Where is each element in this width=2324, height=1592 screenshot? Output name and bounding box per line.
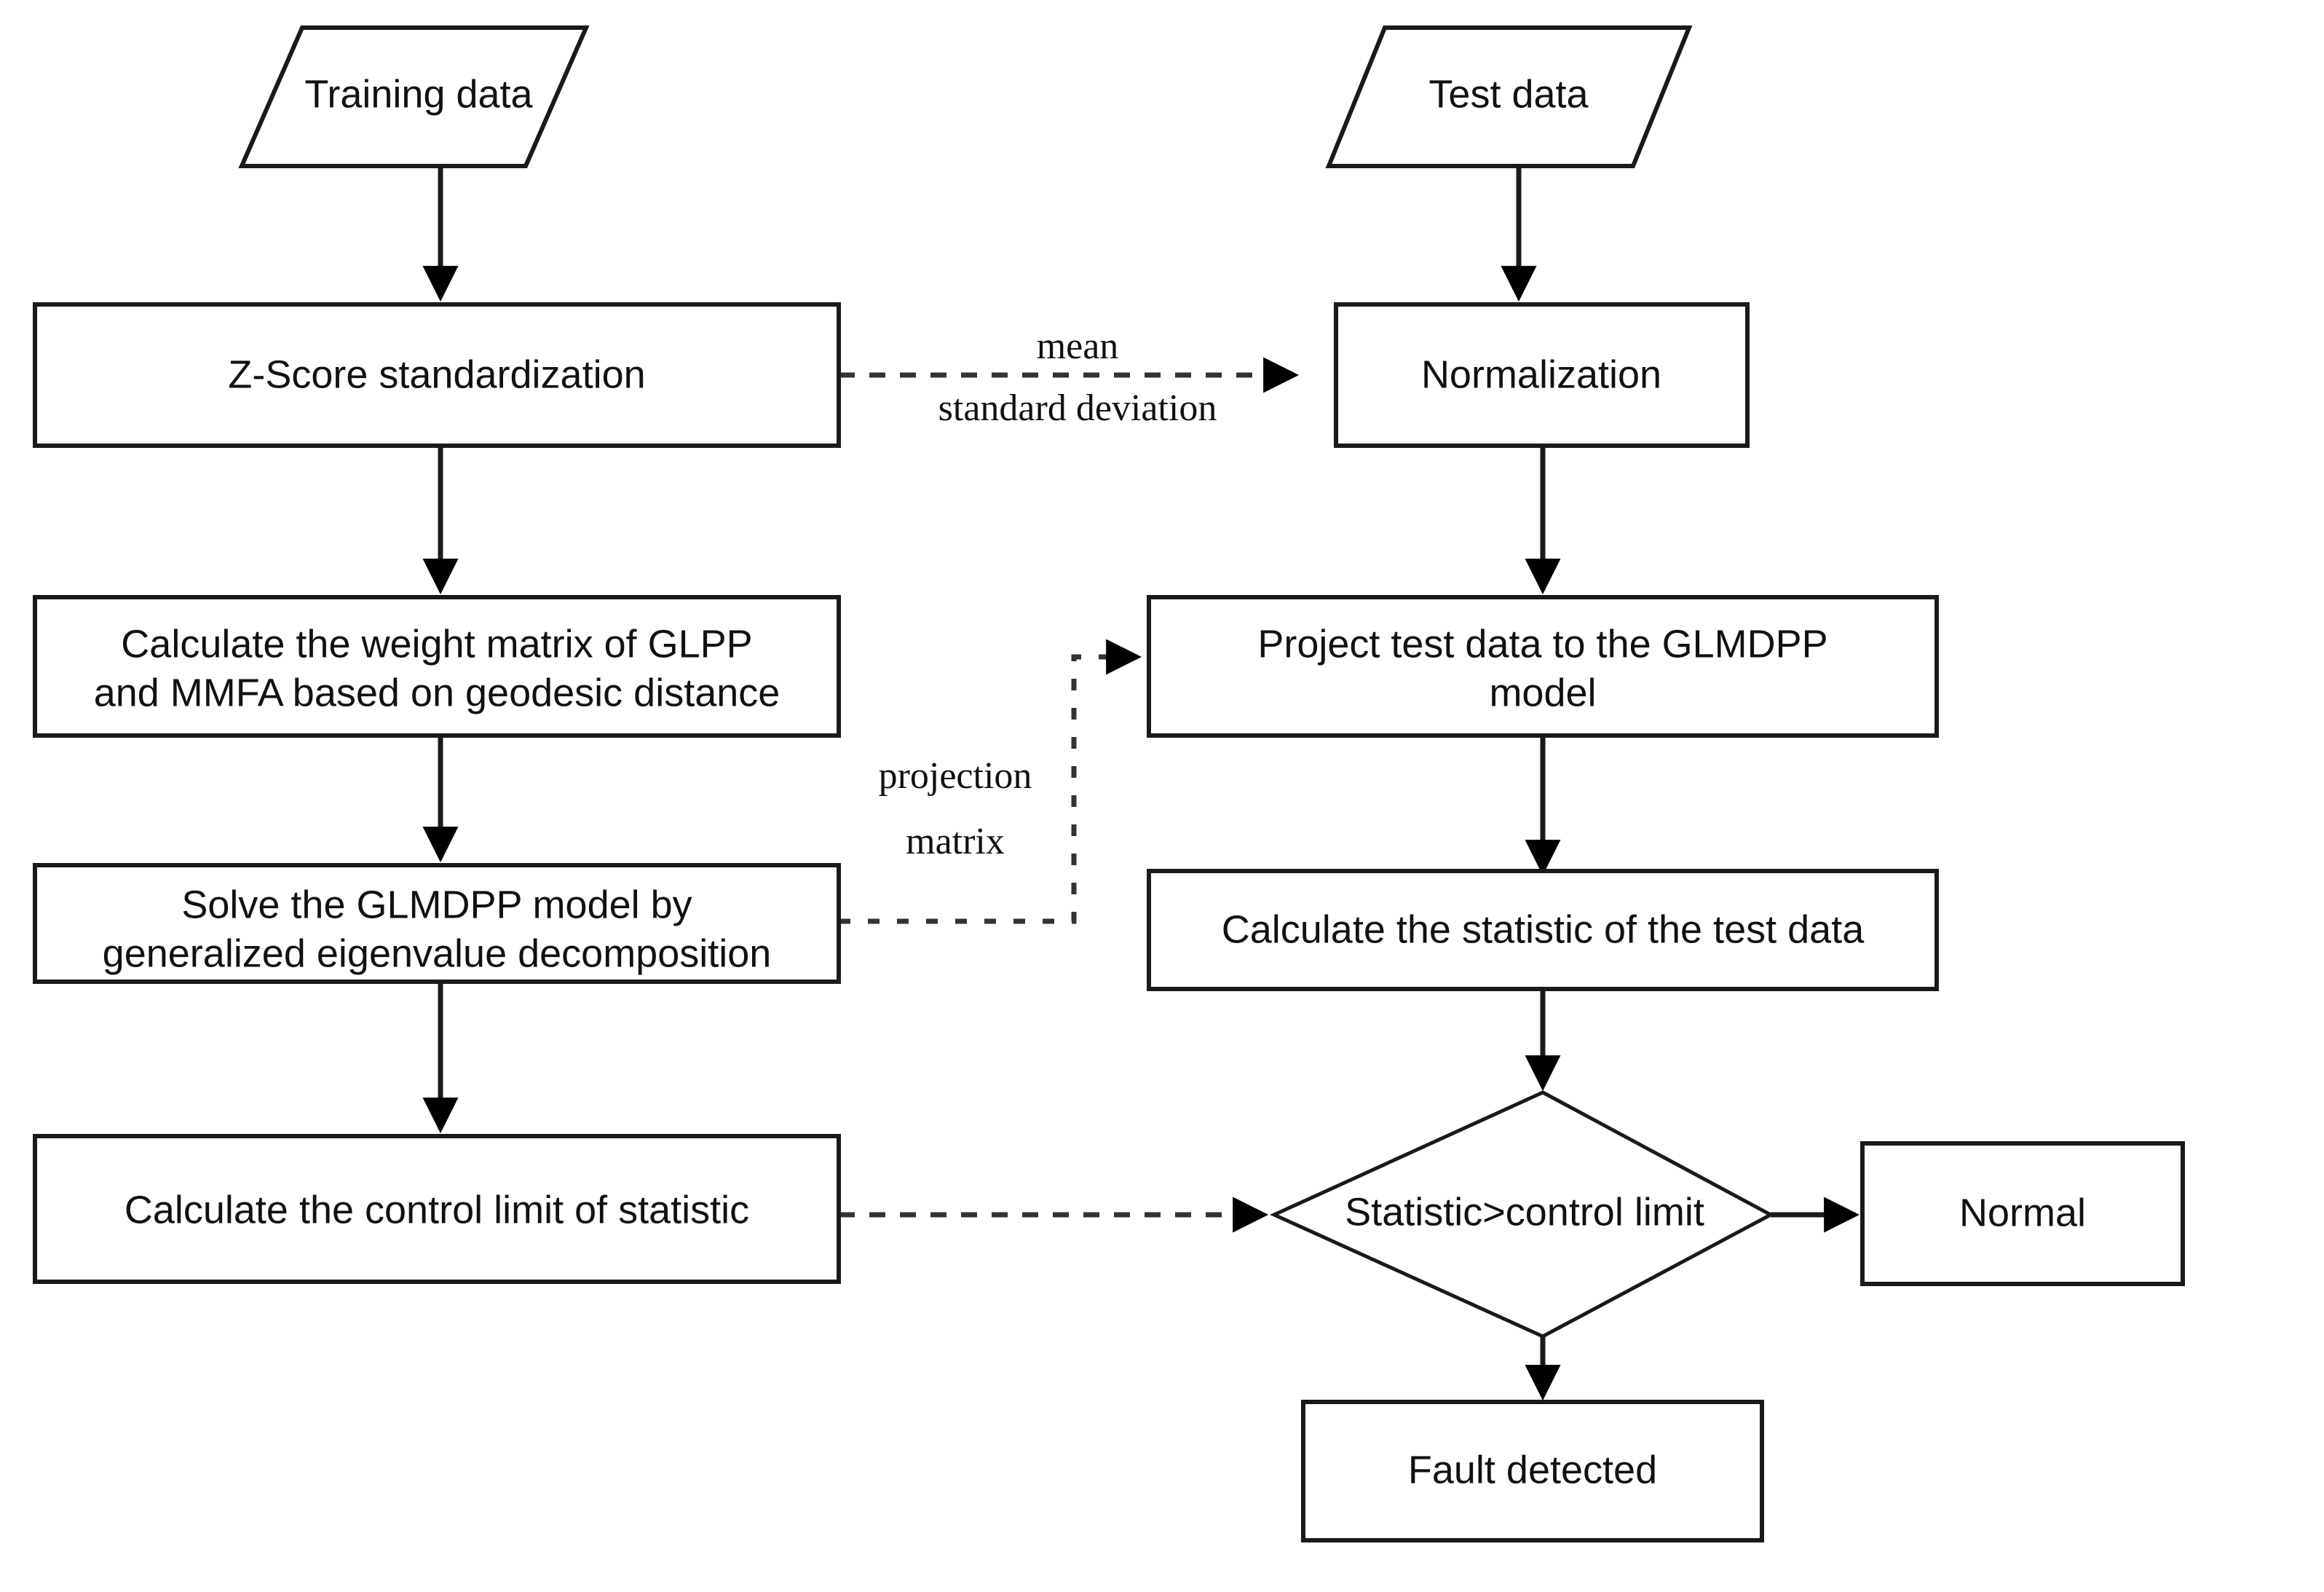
- node-normalization[interactable]: [1334, 302, 1750, 448]
- connector-projection-matrix-dashed: [839, 639, 1142, 924]
- node-decision-statistic[interactable]: [1269, 1090, 1775, 1339]
- label-test-data: Test data: [1428, 72, 1589, 116]
- label-zscore-standardization: Z-Score standardization: [228, 352, 645, 396]
- node-test-data[interactable]: [1325, 25, 1693, 168]
- label-edge-standard-deviation: standard deviation: [938, 387, 1217, 429]
- label-solve-model-line2: generalized eigenvalue decomposition: [103, 931, 772, 975]
- label-edge-matrix: matrix: [906, 821, 1005, 862]
- label-calculate-statistic: Calculate the statistic of the test data: [1222, 907, 1865, 951]
- node-fault-detected[interactable]: [1301, 1400, 1764, 1542]
- label-fault-detected: Fault detected: [1408, 1448, 1657, 1491]
- label-weight-matrix-line2: and MMFA based on geodesic distance: [94, 671, 780, 714]
- node-project-test-data[interactable]: [1147, 595, 1939, 738]
- node-training-data[interactable]: [238, 25, 590, 168]
- label-normal: Normal: [1959, 1191, 2086, 1234]
- node-weight-matrix[interactable]: [33, 595, 841, 738]
- label-project-test-line2: model: [1489, 671, 1596, 714]
- label-edge-projection: projection: [879, 755, 1032, 797]
- label-project-test-line1: Project test data to the GLMDPP: [1257, 622, 1827, 666]
- label-control-limit: Calculate the control limit of statistic: [125, 1188, 749, 1232]
- node-calculate-statistic[interactable]: [1147, 869, 1939, 991]
- label-decision-statistic: Statistic>control limit: [1345, 1190, 1704, 1234]
- label-edge-mean: mean: [1037, 326, 1119, 367]
- label-training-data: Training data: [304, 72, 533, 116]
- node-normal[interactable]: [1860, 1141, 2185, 1286]
- label-normalization: Normalization: [1421, 352, 1661, 396]
- node-control-limit[interactable]: [33, 1134, 841, 1284]
- label-solve-model-line1: Solve the GLMDPP model by: [181, 883, 692, 926]
- node-zscore-standardization[interactable]: [33, 302, 841, 448]
- node-solve-glmdpp-model[interactable]: [33, 863, 841, 984]
- label-weight-matrix-line1: Calculate the weight matrix of GLPP: [121, 622, 752, 666]
